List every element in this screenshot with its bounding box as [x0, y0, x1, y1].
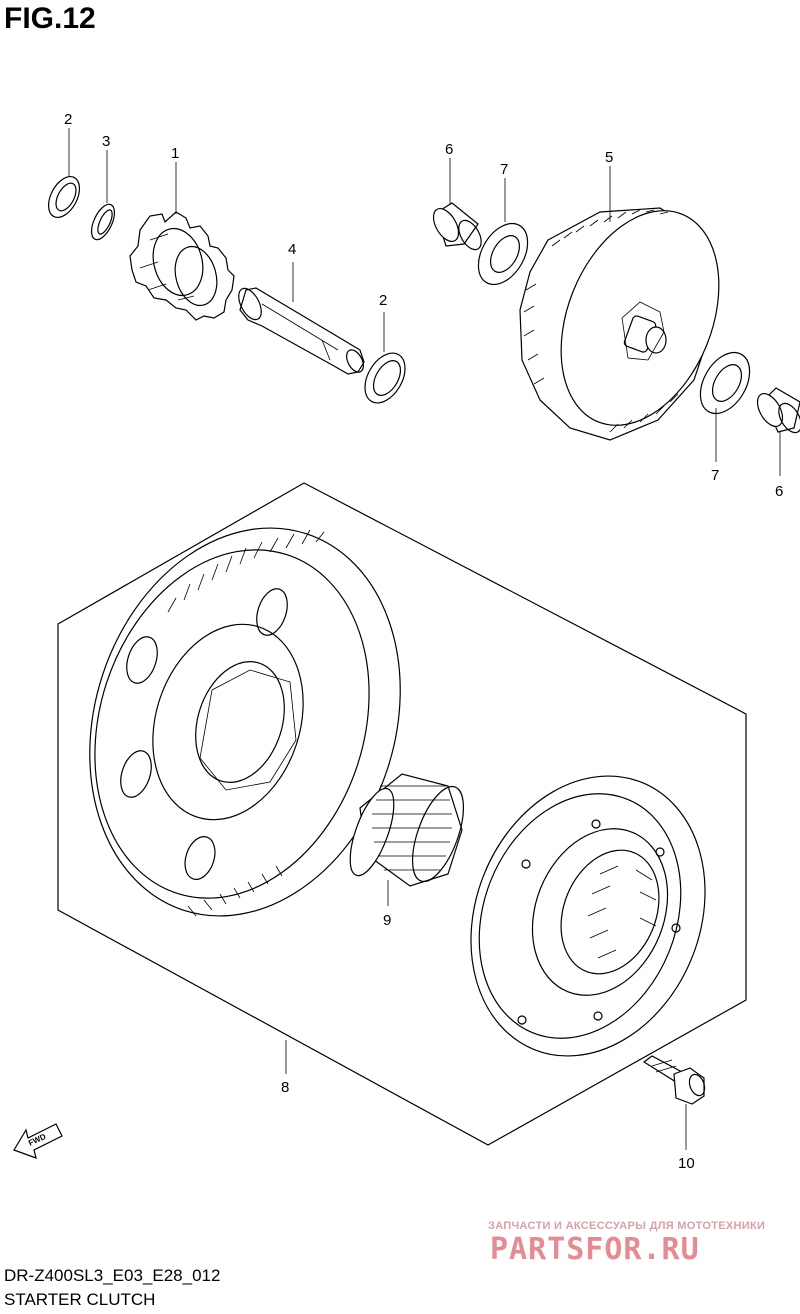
callout-3: 3	[102, 133, 110, 150]
callout-6b: 6	[775, 483, 783, 500]
part-4-idle-shaft[interactable]	[234, 285, 367, 375]
fwd-arrow-icon: FWD	[13, 1123, 63, 1159]
part-7-washer-upper[interactable]	[468, 215, 537, 293]
part-2-washer-lower[interactable]	[357, 346, 413, 410]
part-8-starter-gear[interactable]	[41, 487, 449, 956]
part-1-idle-gear[interactable]	[129, 211, 235, 321]
part-8-assembly-frame	[57, 482, 747, 1146]
callout-6a: 6	[445, 141, 453, 158]
watermark-brand: PARTSFOR.RU	[490, 1232, 700, 1267]
part-6-bushing-lower[interactable]	[752, 387, 800, 436]
figure-label: FIG.12	[4, 2, 96, 35]
callout-4: 4	[288, 241, 296, 258]
callout-2a: 2	[64, 111, 72, 128]
callout-8: 8	[281, 1079, 289, 1096]
model-code: DR-Z400SL3_E03_E28_012	[4, 1266, 221, 1285]
callout-1: 1	[171, 145, 179, 162]
section-title: STARTER CLUTCH	[4, 1290, 156, 1309]
callout-9: 9	[383, 912, 391, 929]
part-8-clutch-housing[interactable]	[430, 741, 746, 1092]
watermark-subtitle: ЗАПЧАСТИ И АКСЕССУАРЫ ДЛЯ МОТОТЕХНИКИ	[488, 1220, 766, 1232]
part-3-circlip[interactable]	[87, 201, 119, 243]
part-6-bushing-upper[interactable]	[428, 202, 485, 253]
callout-10: 10	[678, 1155, 695, 1172]
part-9-needle-bearing[interactable]	[341, 773, 474, 888]
part-5-starter-clutch-gear[interactable]	[519, 187, 749, 449]
callout-5: 5	[605, 149, 613, 166]
callout-7a: 7	[500, 161, 508, 178]
part-2-washer-upper[interactable]	[42, 171, 86, 222]
part-10-bolt[interactable]	[642, 1055, 707, 1105]
callout-7b: 7	[711, 467, 719, 484]
part-7-washer-lower[interactable]	[690, 344, 759, 422]
callout-2b: 2	[379, 292, 387, 309]
